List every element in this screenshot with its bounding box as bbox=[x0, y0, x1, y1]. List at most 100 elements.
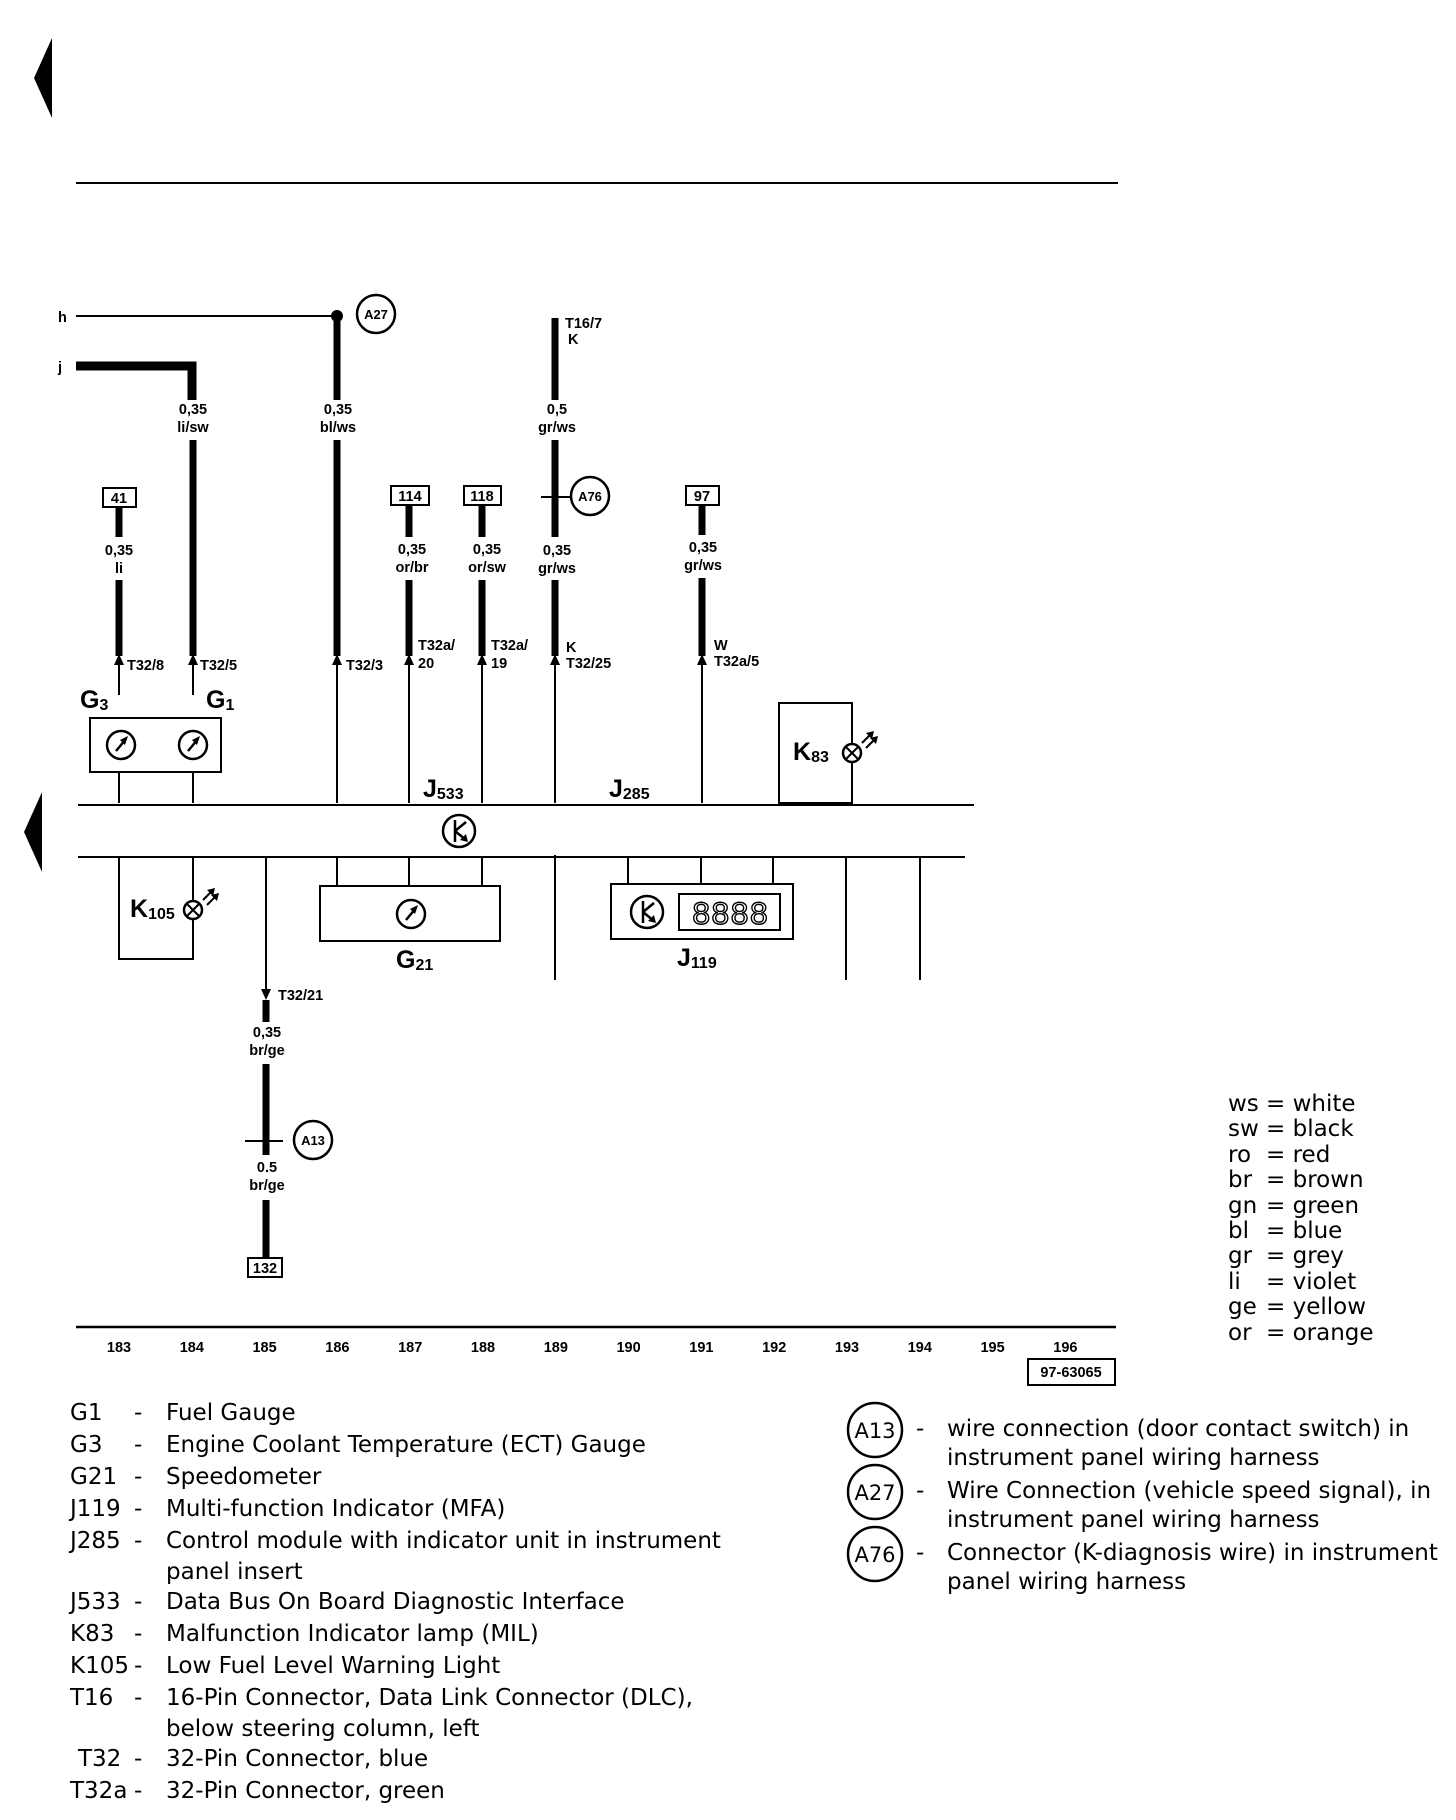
legend-code: J285 bbox=[70, 1528, 121, 1554]
component-j533-label: J533 bbox=[423, 775, 464, 803]
pin-arrow bbox=[188, 654, 198, 665]
wire-j bbox=[76, 361, 197, 400]
color-legend-row: ro= red bbox=[1228, 1141, 1330, 1168]
wire-gr-ws-top-size: 0,5 bbox=[547, 402, 567, 418]
axis-label: 187 bbox=[398, 1340, 422, 1356]
legend-code: G21 bbox=[70, 1464, 118, 1490]
warning-lamp-icon bbox=[841, 731, 878, 764]
svg-text:A27: A27 bbox=[854, 1481, 895, 1505]
legend-description: Low Fuel Level Warning Light bbox=[166, 1653, 501, 1679]
previous-page-arrow-icon-lower[interactable] bbox=[24, 792, 42, 872]
pin-t32-25: T32/25 bbox=[566, 656, 611, 672]
color-name: green bbox=[1292, 1192, 1360, 1219]
axis-label: 188 bbox=[471, 1340, 495, 1356]
legend-description: Speedometer bbox=[166, 1464, 322, 1490]
wire-h-label: h bbox=[58, 310, 67, 326]
wire-li-sw-size: 0,35 bbox=[179, 402, 207, 418]
previous-page-arrow-icon[interactable] bbox=[34, 38, 52, 118]
svg-text:97-63065: 97-63065 bbox=[1040, 1365, 1101, 1381]
legend-code: G1 bbox=[70, 1400, 103, 1426]
axis-label: 194 bbox=[908, 1340, 932, 1356]
connector-legend-description: Connector (K-diagnosis wire) in instrume… bbox=[947, 1540, 1438, 1566]
color-code: ro bbox=[1228, 1141, 1252, 1168]
pin-t16-7: T16/7 bbox=[565, 316, 602, 332]
legend-dash: - bbox=[134, 1496, 143, 1522]
pin-arrow bbox=[261, 989, 271, 1000]
legend-connector-a27-icon: A27 bbox=[846, 1463, 904, 1521]
wire-gr-ws-mid-color: gr/ws bbox=[538, 561, 576, 577]
svg-text:A27: A27 bbox=[364, 307, 388, 322]
axis-label: 186 bbox=[325, 1340, 349, 1356]
pin-t32-21: T32/21 bbox=[278, 988, 323, 1004]
figure-ref-box: 97-63065 bbox=[1027, 1358, 1116, 1386]
legend-code: K105 bbox=[70, 1653, 129, 1679]
legend-description: 16-Pin Connector, Data Link Connector (D… bbox=[166, 1685, 693, 1711]
ref-box-118: 118 bbox=[463, 485, 502, 506]
color-legend-row: ws= white bbox=[1228, 1092, 1356, 1117]
legend-description: Data Bus On Board Diagnostic Interface bbox=[166, 1589, 625, 1615]
legend-description: 32-Pin Connector, blue bbox=[166, 1746, 429, 1772]
color-code: or bbox=[1228, 1319, 1252, 1346]
color-name: yellow bbox=[1292, 1294, 1367, 1321]
axis-label: 190 bbox=[616, 1340, 640, 1356]
pin-t32-8: T32/8 bbox=[127, 658, 164, 674]
legend-dash: - bbox=[134, 1653, 143, 1679]
equals-sign: = bbox=[1266, 1268, 1293, 1295]
legend-dash: - bbox=[134, 1432, 143, 1458]
pin-t32-25-k: K bbox=[566, 640, 577, 656]
equals-sign: = bbox=[1266, 1141, 1293, 1168]
color-legend-row: gn= green bbox=[1228, 1192, 1360, 1219]
legend-dash: - bbox=[134, 1685, 143, 1711]
legend-dash: - bbox=[134, 1464, 143, 1490]
legend-code: T16 bbox=[70, 1685, 114, 1711]
legend-connector-a76-icon: A76 bbox=[846, 1525, 904, 1583]
color-name: black bbox=[1292, 1116, 1354, 1143]
ref-box-41: 41 bbox=[102, 487, 137, 508]
axis-label: 195 bbox=[980, 1340, 1004, 1356]
wire-or-sw-color: or/sw bbox=[468, 560, 507, 576]
legend-description: Multi-function Indicator (MFA) bbox=[166, 1496, 506, 1522]
axis-label: 192 bbox=[762, 1340, 786, 1356]
wire-br-ge-2-color: br/ge bbox=[249, 1178, 284, 1194]
color-legend-row: sw= black bbox=[1228, 1117, 1354, 1142]
pin-t32a-5-w: W bbox=[714, 638, 728, 654]
wire-br-ge-1-size: 0,35 bbox=[253, 1025, 281, 1041]
legend-description: Fuel Gauge bbox=[166, 1400, 296, 1426]
pin-t32-3: T32/3 bbox=[346, 658, 383, 674]
equals-sign: = bbox=[1266, 1218, 1293, 1244]
color-name: orange bbox=[1292, 1319, 1374, 1346]
axis-label: 185 bbox=[252, 1340, 276, 1356]
color-code: li bbox=[1228, 1268, 1241, 1295]
ref-box-114: 114 bbox=[390, 485, 430, 506]
data-bus-icon bbox=[629, 894, 665, 930]
color-name: white bbox=[1292, 1091, 1356, 1117]
data-bus-icon bbox=[441, 813, 477, 849]
connector-a13: A13 bbox=[292, 1119, 334, 1161]
pin-t32a-20-b: 20 bbox=[418, 656, 434, 672]
color-code: br bbox=[1228, 1167, 1253, 1194]
svg-text:A13: A13 bbox=[854, 1419, 895, 1443]
wire-or-br-color: or/br bbox=[395, 560, 428, 576]
connector-a76: A76 bbox=[569, 475, 611, 517]
wire-bl-ws-color: bl/ws bbox=[320, 420, 356, 436]
connector-legend-description: instrument panel wiring harness bbox=[947, 1445, 1320, 1471]
pin-arrow bbox=[404, 654, 414, 665]
wire-or-br-size: 0,35 bbox=[398, 542, 426, 558]
pin-t16-k: K bbox=[568, 332, 579, 348]
pin-t32a-5: T32a/5 bbox=[714, 654, 759, 670]
svg-text:97: 97 bbox=[694, 489, 710, 505]
legend-dash: - bbox=[134, 1528, 143, 1554]
color-legend-row: ge= yellow bbox=[1228, 1295, 1366, 1320]
axis-label: 191 bbox=[689, 1340, 713, 1356]
legend-code: J119 bbox=[70, 1496, 121, 1522]
color-legend-row: gr= grey bbox=[1228, 1244, 1344, 1269]
connector-legend-dash: - bbox=[916, 1416, 925, 1442]
pin-arrow bbox=[332, 654, 342, 665]
pin-t32a-20-a: T32a/ bbox=[418, 638, 455, 654]
color-code: ws bbox=[1228, 1091, 1259, 1117]
gauge-icon bbox=[105, 729, 137, 761]
wire-br-ge-2-size: 0.5 bbox=[257, 1160, 277, 1176]
legend-dash: - bbox=[134, 1589, 143, 1615]
lcd-display bbox=[678, 893, 781, 931]
